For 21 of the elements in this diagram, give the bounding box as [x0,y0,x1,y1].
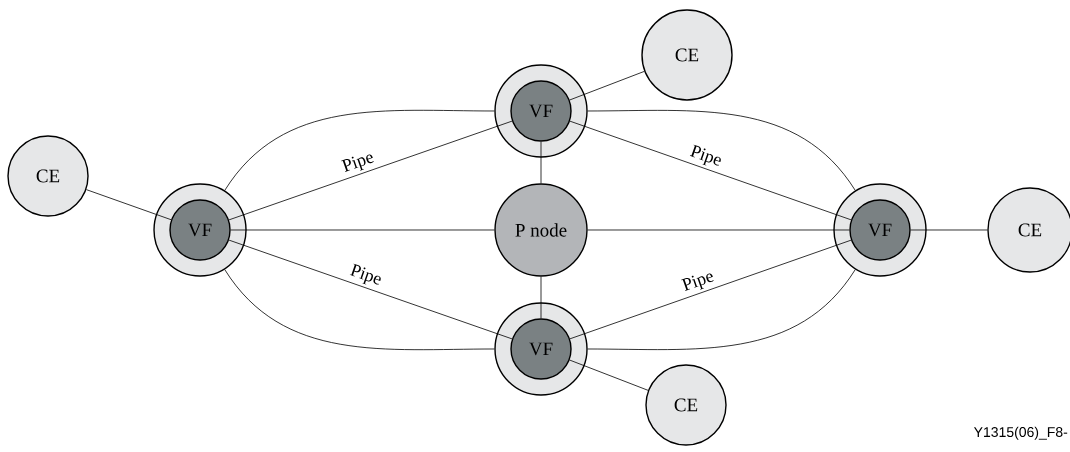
connector-line [569,239,852,340]
connector-line [85,189,172,221]
figure-id: Y1315(06)_F8- [973,426,1068,440]
edge-label: Pipe [686,143,725,172]
pipe-curve [224,269,495,351]
edge-label: Pipe [679,268,718,296]
pipe-curve [587,269,856,350]
edge-label: Pipe [346,262,385,291]
connector-line [569,120,852,221]
pipe-curve [587,110,856,191]
connector-line [569,70,645,101]
connector-line [230,229,495,231]
connector-line [228,120,513,221]
edge-label: Pipe [339,149,378,177]
connector-line [910,229,988,231]
connector-line [540,276,542,319]
connector-line [569,359,649,391]
connector-line [587,229,850,231]
pipe-curve [224,109,495,191]
connector-line [540,141,542,184]
connector-line [228,239,513,340]
